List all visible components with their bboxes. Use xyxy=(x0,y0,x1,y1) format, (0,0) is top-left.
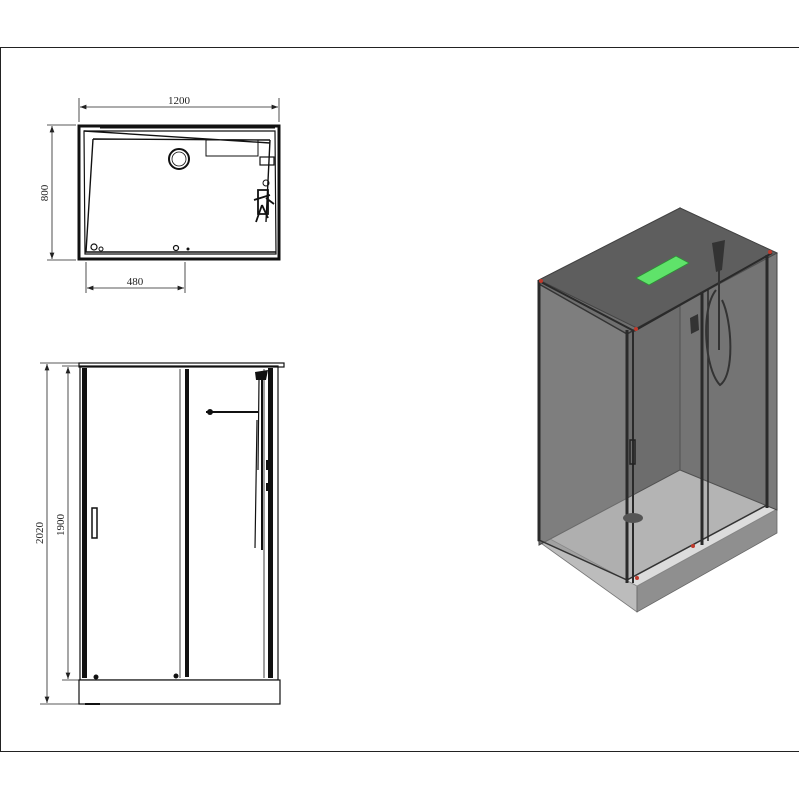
drain-icon xyxy=(168,148,190,170)
top-view-outline xyxy=(77,124,281,261)
offset-dimension-label: 480 xyxy=(127,276,144,288)
top-view: 1200 800 480 xyxy=(39,95,281,293)
depth-dimension-label: 800 xyxy=(39,184,51,201)
front-view-outline xyxy=(79,365,279,681)
shower-render xyxy=(537,207,779,613)
total-height-dimension-label: 2020 xyxy=(34,522,46,545)
render-door-handle-icon xyxy=(629,439,636,465)
led-light-panel xyxy=(635,255,690,286)
mixer-icon xyxy=(253,189,275,223)
drawing-frame xyxy=(0,47,799,752)
door-handle-icon xyxy=(91,507,98,539)
front-view: 2020 1900 xyxy=(34,362,285,705)
width-dimension-label: 1200 xyxy=(168,95,191,107)
glass-height-dimension-label: 1900 xyxy=(55,514,67,537)
render-drain-icon xyxy=(623,513,643,523)
base-tray xyxy=(78,679,281,705)
